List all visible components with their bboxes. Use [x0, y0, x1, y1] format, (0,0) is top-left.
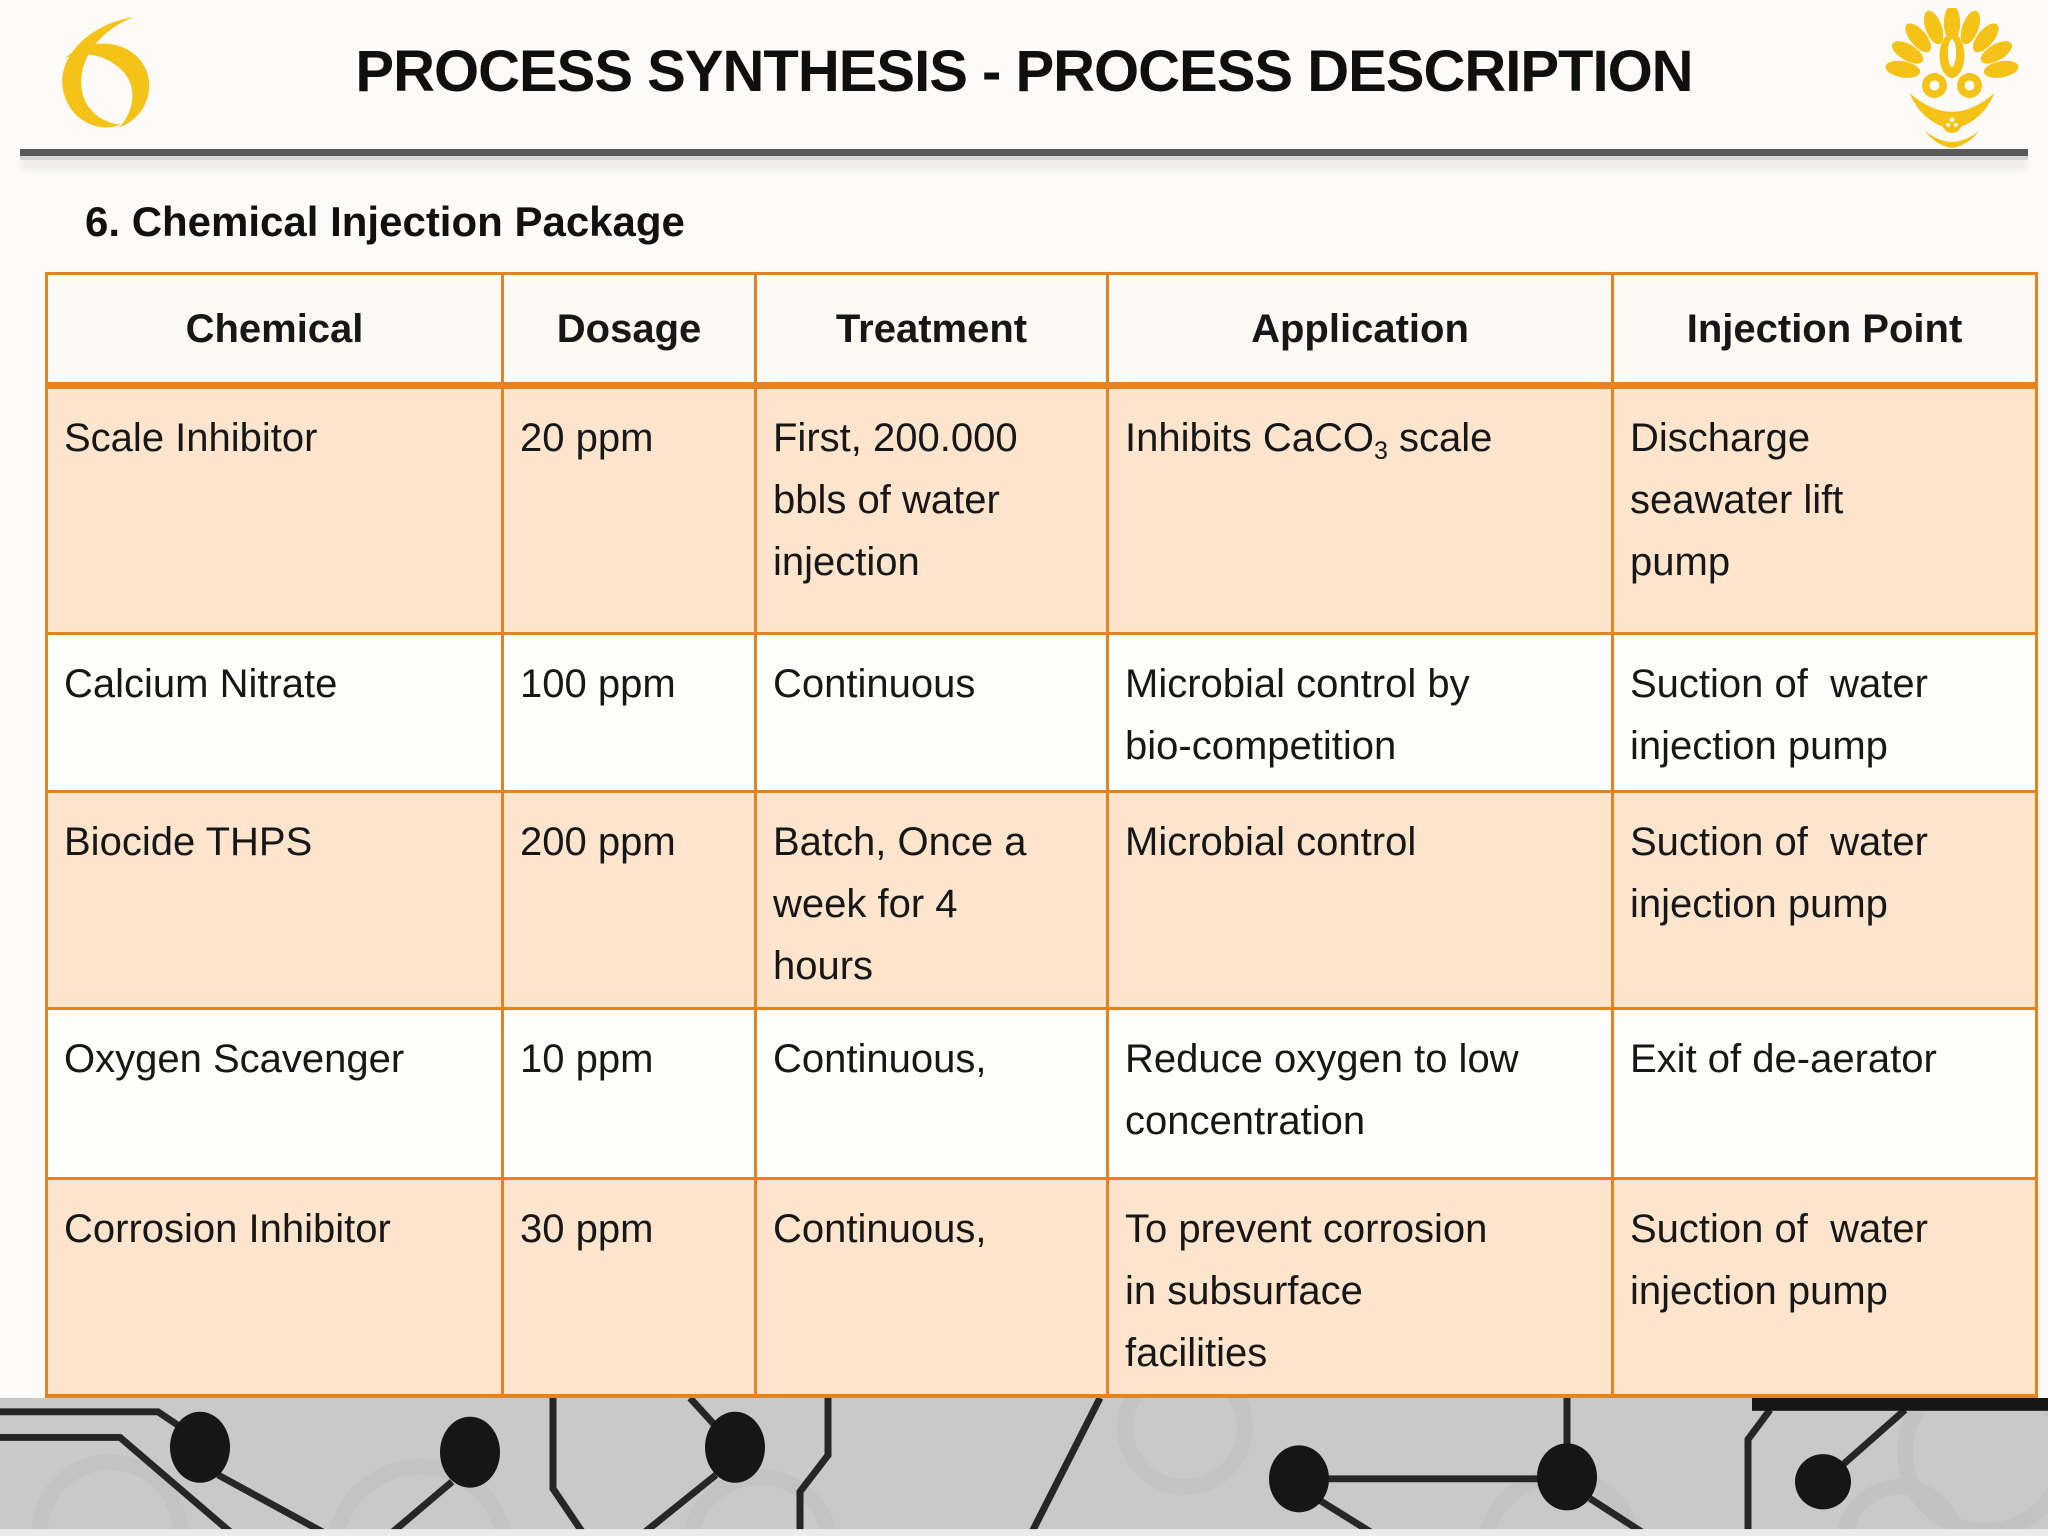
- cell-text: 30 ppm: [520, 1207, 654, 1251]
- cell-text: Reduce oxygen to low concentration: [1125, 1037, 1519, 1143]
- table-cell: Suction of water injection pump: [1611, 1177, 2038, 1401]
- cell-text: Oxygen Scavenger: [64, 1037, 405, 1081]
- cell-text: Inhibits CaCO: [1125, 416, 1374, 460]
- cell-text: Calcium Nitrate: [64, 662, 338, 706]
- cell-text: Microbial control: [1125, 820, 1417, 864]
- table-cell: Batch, Once a week for 4 hours: [754, 790, 1109, 1010]
- table-row: Corrosion Inhibitor 30 ppm Continuous, To p…: [45, 1177, 2038, 1401]
- column-header-injection-point: Injection Point: [1611, 272, 2038, 389]
- table-cell: Inhibits CaCO3 scale: [1106, 384, 1614, 635]
- table-cell: Suction of water injection pump: [1611, 632, 2038, 793]
- section-heading: 6. Chemical Injection Package: [85, 198, 685, 245]
- cell-text: Exit of de-aerator: [1630, 1037, 1937, 1081]
- table-cell: 30 ppm: [501, 1177, 757, 1401]
- table-cell: Scale Inhibitor: [45, 384, 504, 635]
- circuit-board-image: [0, 1398, 2048, 1536]
- table-cell: Discharge seawater lift pump: [1611, 384, 2038, 635]
- table-cell: Continuous,: [754, 1007, 1109, 1180]
- table-cell: 10 ppm: [501, 1007, 757, 1180]
- table-cell: Reduce oxygen to low concentration: [1106, 1007, 1614, 1180]
- table-cell: 20 ppm: [501, 384, 757, 635]
- table-row: Oxygen Scavenger 10 ppm Continuous, Reduce …: [45, 1007, 2038, 1180]
- table-cell: Calcium Nitrate: [45, 632, 504, 793]
- column-header-chemical: Chemical: [45, 272, 504, 389]
- cell-text: Continuous,: [773, 1207, 987, 1251]
- cell-text: To prevent corrosion in subsurface facil…: [1125, 1207, 1488, 1375]
- table-cell: 200 ppm: [501, 790, 757, 1010]
- cell-text: scale: [1387, 416, 1493, 460]
- table-cell: Oxygen Scavenger: [45, 1007, 504, 1180]
- cell-text: 200 ppm: [520, 820, 676, 864]
- cell-text: 100 ppm: [520, 662, 676, 706]
- table-cell: Microbial control: [1106, 790, 1614, 1010]
- table-row: Scale Inhibitor 20 ppm First, 200.000 bbls…: [45, 384, 2038, 635]
- cell-text: Corrosion Inhibitor: [64, 1207, 391, 1251]
- cell-text: Continuous: [773, 662, 976, 706]
- column-header-treatment: Treatment: [754, 272, 1109, 389]
- table-cell: Suction of water injection pump: [1611, 790, 2038, 1010]
- university-crest-icon: [1885, 8, 2019, 148]
- cell-text: Suction of water injection pump: [1630, 820, 1928, 926]
- cell-text: Biocide THPS: [64, 820, 313, 864]
- company-logo-icon: [62, 17, 150, 128]
- table-cell: First, 200.000 bbls of water injection: [754, 384, 1109, 635]
- cell-text: Discharge seawater lift pump: [1630, 416, 1844, 584]
- column-header-dosage: Dosage: [501, 272, 757, 389]
- slide-title: PROCESS SYNTHESIS - PROCESS DESCRIPTION: [355, 39, 1693, 104]
- column-header-application: Application: [1106, 272, 1614, 389]
- table-row: Calcium Nitrate 100 ppm Continuous Microbia…: [45, 632, 2038, 793]
- table-cell: 100 ppm: [501, 632, 757, 793]
- cell-text: Scale Inhibitor: [64, 416, 318, 460]
- cell-text: Suction of water injection pump: [1630, 1207, 1928, 1313]
- table-cell: Microbial control by bio-competition: [1106, 632, 1614, 793]
- table-cell: Biocide THPS: [45, 790, 504, 1010]
- cell-text: 20 ppm: [520, 416, 654, 460]
- table-cell: Continuous: [754, 632, 1109, 793]
- table-cell: Exit of de-aerator: [1611, 1007, 2038, 1180]
- cell-text: 10 ppm: [520, 1037, 654, 1081]
- cell-text: First, 200.000 bbls of water injection: [773, 416, 1018, 584]
- table-body: Scale Inhibitor 20 ppm First, 200.000 bbls…: [45, 384, 2038, 1401]
- cell-text: Batch, Once a week for 4 hours: [773, 820, 1027, 988]
- table-cell: Corrosion Inhibitor: [45, 1177, 504, 1401]
- cell-text: Continuous,: [773, 1037, 987, 1081]
- subscript-text: 3: [1373, 437, 1388, 465]
- cell-text: Suction of water injection pump: [1630, 662, 1928, 768]
- table-cell: To prevent corrosion in subsurface facil…: [1106, 1177, 1614, 1401]
- table-cell: Continuous,: [754, 1177, 1109, 1401]
- cell-text: Microbial control by bio-competition: [1125, 662, 1470, 768]
- header-divider-line: [20, 149, 2028, 160]
- table-row: Biocide THPS 200 ppm Batch, Once a week fo…: [45, 790, 2038, 1010]
